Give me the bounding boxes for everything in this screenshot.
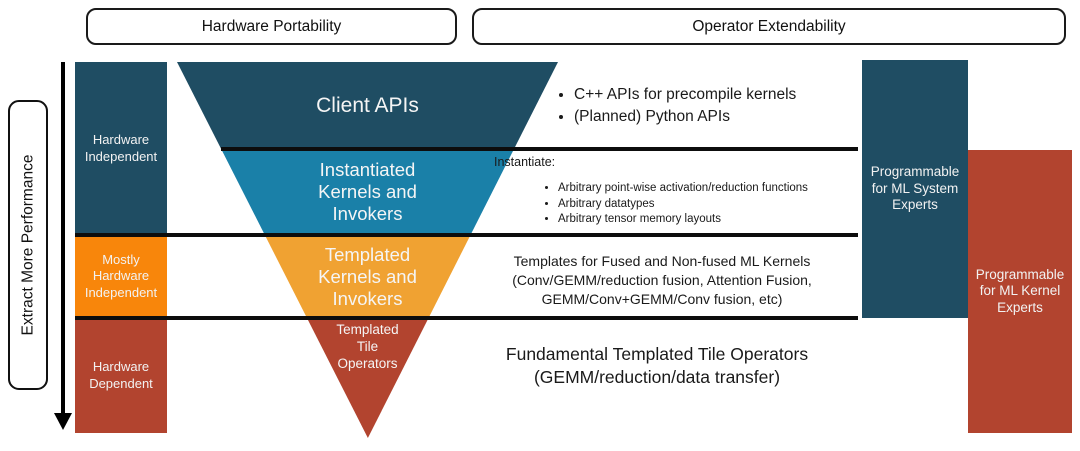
separator-line-2: [75, 233, 858, 237]
hardware-portability-label: Hardware Portability: [201, 17, 342, 35]
templated-tile-operators-label: Templated Tile Operators: [336, 322, 399, 371]
ml-kernel-experts-box: Programmable for ML Kernel Experts: [968, 150, 1072, 433]
bullet-item: Arbitrary datatypes: [558, 197, 872, 213]
mostly-hardware-independent-label: Mostly Hardware Independent: [84, 251, 158, 300]
hardware-independent-label: Hardware Independent: [84, 132, 158, 164]
hardware-portability-pill: Hardware Portability: [86, 8, 457, 45]
ml-system-experts-label: Programmable for ML System Experts: [870, 164, 960, 213]
fundamental-note: Fundamental Templated Tile Operators (GE…: [505, 344, 809, 387]
hardware-dependent-box: Hardware Dependent: [75, 318, 167, 433]
performance-axis-label: Extract More Performance: [19, 154, 36, 336]
separator-line-1: [221, 147, 858, 151]
bullet-item: C++ APIs for precompile kernels: [574, 84, 876, 106]
operator-extendability-pill: Operator Extendability: [472, 8, 1066, 45]
performance-axis-arrow-line: [61, 62, 65, 414]
templates-note: Templates for Fused and Non-fused ML Ker…: [512, 253, 812, 307]
instantiated-kernels-label: Instantiated Kernels and Invokers: [318, 159, 417, 224]
mostly-hardware-independent-box: Mostly Hardware Independent: [75, 235, 167, 318]
bullet-item: Arbitrary tensor memory layouts: [558, 212, 872, 228]
client-apis-label: Client APIs: [316, 93, 419, 117]
performance-axis-arrowhead-icon: [54, 413, 72, 430]
bullet-item: Arbitrary point-wise activation/reductio…: [558, 181, 872, 197]
bullet-item: (Planned) Python APIs: [574, 106, 876, 128]
operator-extendability-label: Operator Extendability: [692, 17, 846, 35]
templated-kernels-label: Templated Kernels and Invokers: [318, 243, 417, 309]
ml-kernel-experts-label: Programmable for ML Kernel Experts: [975, 266, 1065, 315]
client-api-bullet-list: C++ APIs for precompile kernels (Planned…: [556, 84, 876, 128]
client-apis-band: Client APIs: [177, 62, 558, 149]
hardware-independent-box: Hardware Independent: [75, 62, 167, 235]
instantiate-bullet-list: Arbitrary point-wise activation/reductio…: [542, 181, 872, 228]
separator-line-3: [75, 316, 858, 320]
instantiate-heading: Instantiate:: [494, 155, 556, 169]
hardware-dependent-label: Hardware Dependent: [89, 359, 153, 391]
ml-system-experts-box: Programmable for ML System Experts: [862, 60, 968, 318]
performance-axis-box: Extract More Performance: [8, 100, 48, 390]
